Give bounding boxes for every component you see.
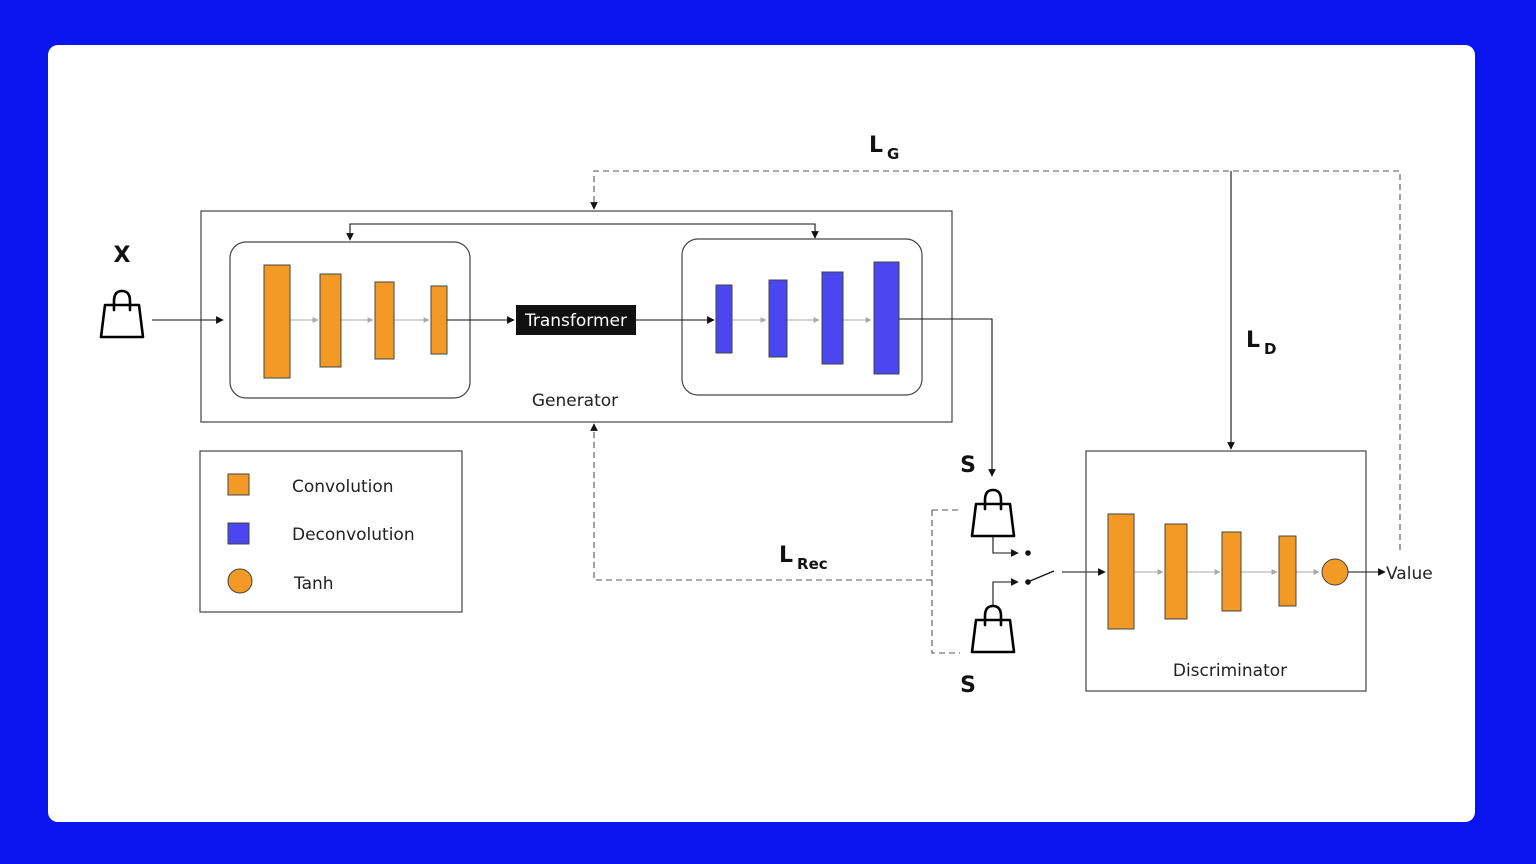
conv-layer [430, 285, 448, 355]
transformer-block [516, 305, 636, 335]
legend-label-deconvolution: Deconvolution [292, 525, 415, 545]
value-label: Value [1386, 564, 1433, 584]
conv-layer [1221, 531, 1242, 612]
real-sample-symbol: S [960, 673, 976, 698]
conv-layer [1107, 513, 1135, 630]
legend-swatch-convolution [227, 473, 250, 496]
deconv-layer [768, 279, 788, 358]
discriminator-box [1085, 450, 1367, 692]
switch-contact [1025, 550, 1031, 556]
legend-swatch-deconvolution [227, 522, 250, 545]
canvas-panel [48, 45, 1475, 822]
switch-lever [1029, 570, 1055, 582]
reconstruction-loss-path [590, 423, 932, 581]
conv-layer [1164, 523, 1188, 620]
switch-contact [1025, 579, 1031, 585]
legend-box [199, 450, 463, 613]
legend-label-tanh: Tanh [293, 574, 334, 594]
generator-loss-path [590, 170, 1401, 550]
conv-layer [374, 281, 395, 360]
deconv-layer [873, 261, 900, 375]
input-symbol: X [114, 243, 131, 268]
deconv-layer [821, 271, 844, 365]
deconv-layer [715, 284, 733, 354]
legend-swatch-tanh [227, 568, 253, 594]
generated-output-line [899, 318, 996, 477]
rec-bracket [931, 510, 960, 654]
generator-box [200, 210, 953, 423]
generated-sample-symbol: S [960, 453, 976, 478]
discriminator-label: Discriminator [1173, 661, 1287, 681]
skip-connection [346, 223, 819, 241]
tanh-node [1321, 558, 1349, 586]
conv-layer [319, 273, 342, 368]
conv-layer [1278, 535, 1297, 607]
generator-label: Generator [532, 391, 618, 411]
transformer-label: Transformer [524, 311, 627, 331]
conv-layer [263, 264, 291, 379]
legend-label-convolution: Convolution [292, 477, 394, 497]
